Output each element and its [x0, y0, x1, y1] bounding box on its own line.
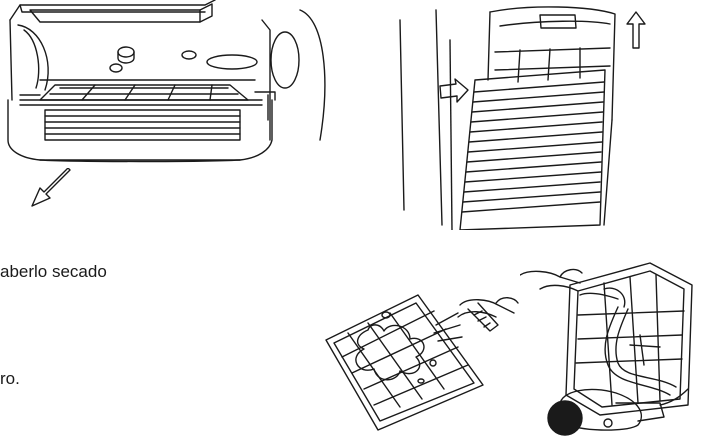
filter-removal-illustration — [390, 0, 650, 230]
louvres — [462, 82, 604, 212]
lift-up-arrow-icon — [625, 10, 647, 50]
pull-out-arrow-icon — [28, 168, 78, 213]
instruction-text-2: ro. — [0, 369, 20, 389]
instruction-text-1: aberlo secado — [0, 262, 107, 282]
vacuum-cleaner-illustration — [520, 255, 707, 438]
filter-cleaning-illustration — [318, 285, 528, 435]
slide-arrow-icon — [438, 78, 470, 104]
